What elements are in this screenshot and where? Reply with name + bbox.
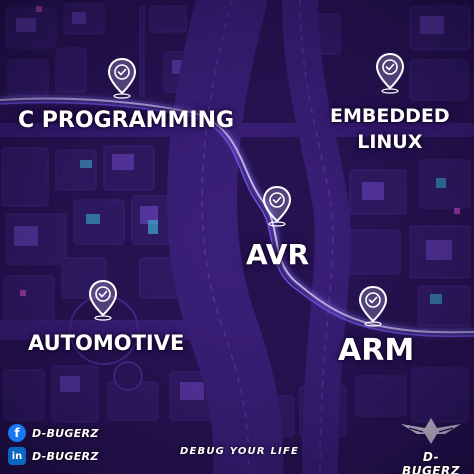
- brand-block: D-BUGERZ: [396, 450, 466, 474]
- linkedin-icon: in: [8, 447, 26, 465]
- facebook-icon: f: [8, 424, 26, 442]
- embedded-label-line1: EMBEDDED: [330, 105, 450, 127]
- map-pin-icon: [107, 57, 137, 99]
- linkedin-link[interactable]: in D-BUGERZ: [8, 447, 99, 465]
- map-pin-icon: [358, 285, 388, 327]
- automotive-label: AUTOMOTIVE: [28, 331, 185, 355]
- map-pin-icon: [262, 185, 292, 227]
- map-pin-icon: [88, 279, 118, 321]
- embedded-linux-label: EMBEDDED LINUX: [330, 103, 450, 155]
- facebook-link[interactable]: f D-BUGERZ: [8, 424, 99, 442]
- map-pin-icon: [375, 52, 405, 94]
- embedded-label-line2: LINUX: [357, 131, 423, 153]
- avr-label: AVR: [246, 238, 309, 271]
- facebook-handle: D-BUGERZ: [32, 426, 99, 440]
- c-programming-label: C PROGRAMMING: [18, 108, 235, 133]
- tagline: DEBUG YOUR LIFE: [180, 446, 300, 457]
- brand-name: D-BUGERZ: [402, 450, 460, 474]
- linkedin-handle: D-BUGERZ: [32, 449, 99, 463]
- arm-label: ARM: [338, 333, 415, 368]
